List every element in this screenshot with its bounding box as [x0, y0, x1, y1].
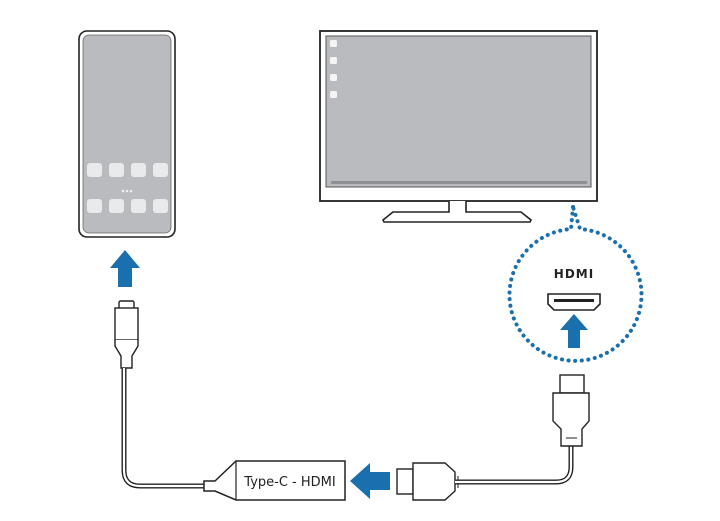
hdmi-port-callout: HDMI	[507, 206, 644, 363]
phone-app-icon	[87, 163, 102, 177]
phone-app-icon	[87, 199, 102, 213]
type-c-hdmi-adapter: Type-C - HDMI	[203, 460, 346, 501]
phone-app-icon	[131, 163, 146, 177]
tv-sidebar-icons	[330, 40, 337, 98]
usb-c-cable	[122, 368, 208, 488]
phone-app-icon	[153, 199, 168, 213]
phone-app-icon	[109, 163, 124, 177]
phone-screen	[82, 34, 172, 234]
adapter-label: Type-C - HDMI	[243, 475, 335, 490]
usb-c-plug	[114, 300, 139, 369]
phone	[78, 30, 176, 238]
arrow-into-phone	[110, 250, 140, 287]
tv-sidebar-icon	[330, 40, 337, 47]
arrow-into-adapter	[350, 463, 390, 499]
tv-screen	[325, 35, 592, 188]
tv	[319, 30, 598, 223]
tv-stand	[381, 201, 533, 223]
arrow-into-hdmi-port	[560, 314, 588, 348]
phone-app-icon	[109, 199, 124, 213]
hdmi-cable	[455, 446, 573, 484]
hdmi-plug-adapter-end	[396, 462, 459, 501]
phone-app-grid	[87, 163, 168, 213]
tv-taskbar	[331, 181, 587, 184]
hdmi-plug-tv-end	[552, 374, 590, 447]
page-indicator-dots	[121, 189, 133, 193]
tv-sidebar-icon	[330, 74, 337, 81]
tv-sidebar-icon	[330, 57, 337, 64]
phone-app-icon	[153, 163, 168, 177]
hdmi-port-label: HDMI	[554, 267, 594, 281]
phone-app-icon	[131, 199, 146, 213]
tv-sidebar-icon	[330, 91, 337, 98]
dotted-callout-outline	[507, 206, 644, 363]
